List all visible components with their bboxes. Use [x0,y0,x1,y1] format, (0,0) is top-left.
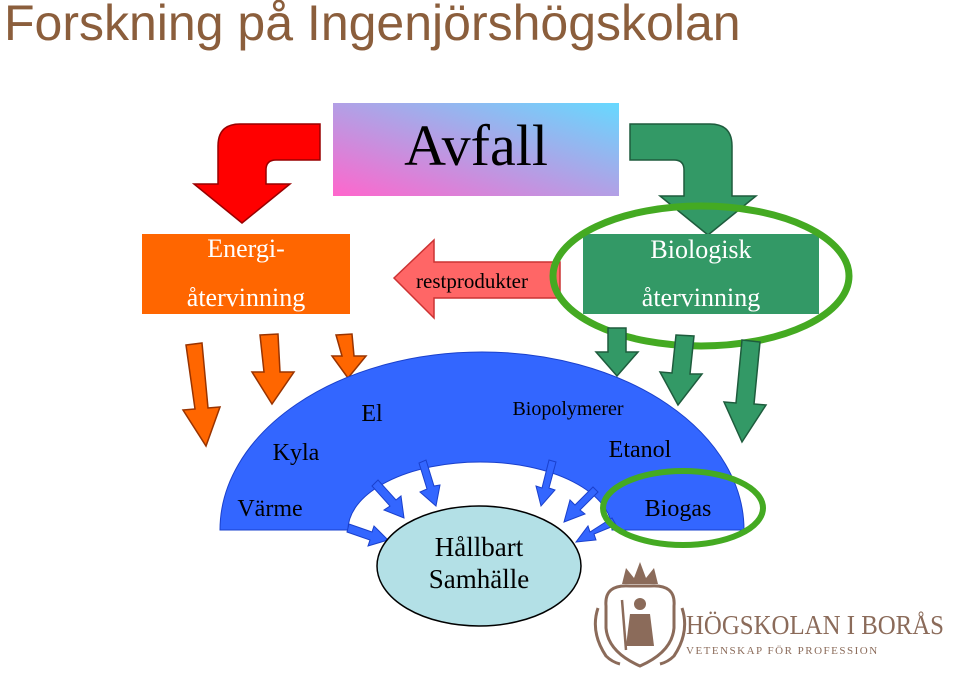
bio-arrow-1 [594,327,640,378]
university-tagline: VETENSKAP FÖR PROFESSION [686,645,879,657]
crest-figure-body [626,614,654,646]
avfall-label: Avfall [404,113,548,178]
output-biopolymerer: Biopolymerer [512,398,623,420]
energy-recovery-line2: återvinning [187,283,305,312]
crest-crown [622,562,658,584]
energy-arrow-2 [250,333,296,406]
pointer-4 [535,459,557,508]
biological-recovery-line2: återvinning [642,283,760,312]
crest-laurel-left [593,607,621,666]
avfall-box [333,103,619,196]
university-name: HÖGSKOLAN I BORÅS [686,610,944,640]
energy-arrow-1 [181,342,222,448]
red-curved-arrow [191,123,321,224]
sustainable-society-line2: Samhälle [429,564,529,594]
biogas-highlight-ellipse [600,468,766,548]
biological-highlight-ellipse [549,202,853,350]
output-varme: Värme [237,496,302,522]
pointer-3 [418,459,441,507]
energy-recovery-line1: Energi- [207,234,285,263]
output-etanol: Etanol [609,437,672,463]
page-title: Forskning på Ingenjörshögskolan [4,0,741,51]
crest-figure-head [634,598,646,610]
crest-outline [604,584,676,668]
biological-recovery-line1: Biologisk [650,235,751,264]
crest-laurel-right [659,607,687,666]
output-el: El [361,401,383,427]
biological-recovery-box [583,234,819,314]
bio-arrow-2 [658,334,704,407]
energy-recovery-box [142,234,350,314]
output-biogas: Biogas [645,496,712,522]
center-pointer-arrows [346,459,617,547]
sustainable-society-ellipse [376,505,582,627]
sustainable-society-line1: Hållbart [435,532,524,562]
pointer-5 [563,486,599,523]
output-arc [219,351,745,531]
residual-products-label: restprodukter [416,269,528,293]
university-crest-logo [593,562,687,668]
residual-products-arrow [392,238,561,320]
crest-figure-staff [620,599,628,651]
energy-arrow-3 [330,333,368,380]
energy-output-arrows [181,333,368,448]
output-kyla: Kyla [273,440,320,466]
pointer-2 [371,479,405,519]
biological-output-arrows [594,327,768,444]
pointer-1 [346,523,389,547]
green-curved-arrow [629,123,759,236]
bio-arrow-3 [722,339,768,444]
